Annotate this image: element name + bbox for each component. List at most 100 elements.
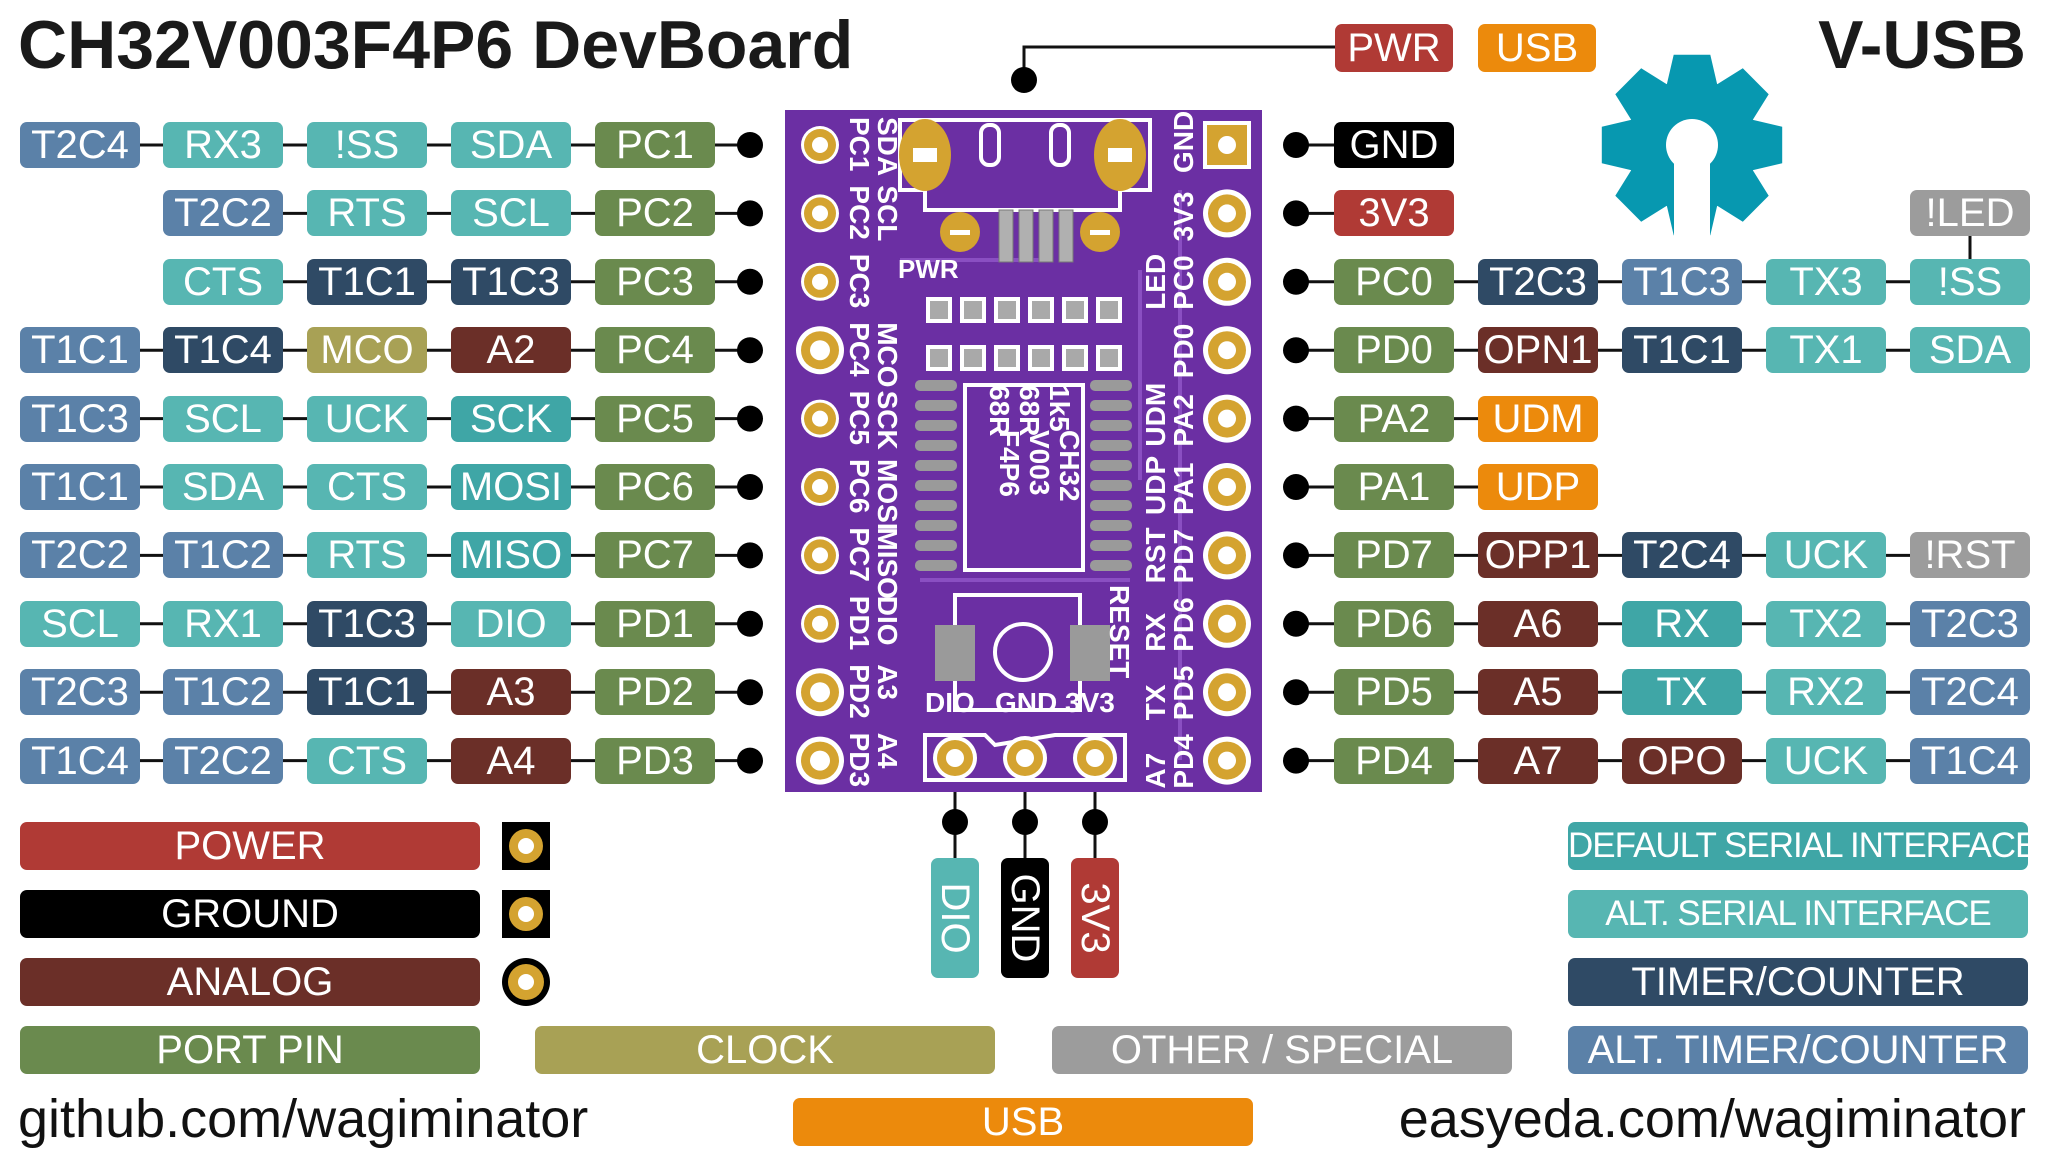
left-pad-hole: [812, 547, 828, 564]
left-pin-label-t2c4: T2C4: [20, 122, 140, 168]
ic-pin: [1090, 420, 1132, 431]
page-subtitle: V-USB: [1818, 7, 2026, 83]
ic-pin: [915, 460, 957, 471]
right-pin-label-pd7: PD7: [1334, 532, 1454, 579]
header-outline: [923, 733, 1127, 782]
silk-right-pin-func: RST: [1140, 527, 1171, 583]
right-pad-hole: [1218, 341, 1236, 360]
usb-contact: [1018, 209, 1034, 263]
legend-alt--serial-interface: ALT. SERIAL INTERFACE: [1568, 890, 2028, 938]
usb-jack-outline: [898, 118, 1152, 212]
left-pin-label-t1c2: T1C2: [163, 532, 283, 579]
smd-pad: [930, 349, 948, 367]
smd-pad: [998, 301, 1016, 319]
footer-easyeda-link[interactable]: easyeda.com/wagiminator: [1398, 1089, 2026, 1149]
left-pin-label-uck: UCK: [307, 395, 427, 442]
pad-sample-hole: [518, 974, 534, 990]
reset-pad: [935, 625, 975, 681]
footer-github-link[interactable]: github.com/wagiminator: [18, 1089, 589, 1149]
right-pin-label-tx2: TX2: [1766, 600, 1886, 647]
legend-alt--timer-counter: ALT. TIMER/COUNTER: [1568, 1026, 2028, 1074]
silk-resistor-text: 1k5: [1044, 385, 1075, 432]
silk-right-pin-func: A7: [1140, 753, 1171, 789]
left-pin-label-pc4: PC4: [595, 327, 715, 374]
left-pin-label-pd2: PD2: [595, 669, 715, 716]
ic-pin: [1090, 380, 1132, 391]
right-pin-label-gnd: GND: [1334, 122, 1454, 168]
left-pin-label-a4: A4: [451, 737, 571, 784]
mcu-outline: [963, 383, 1085, 572]
left-pin-label-t1c1: T1C1: [20, 327, 140, 374]
right-pin-label-a7: A7: [1478, 737, 1598, 784]
left-pin-label-t2c2: T2C2: [163, 737, 283, 784]
left-pin-label-sda: SDA: [163, 464, 283, 510]
usb-shield-hole: [913, 148, 937, 162]
open-hardware-gear-icon: [1601, 54, 1783, 245]
ic-pin: [915, 400, 957, 411]
smd-pad: [1100, 301, 1118, 319]
silk-right-pin-func: TX: [1140, 684, 1171, 720]
legend-port-pin: PORT PIN: [20, 1026, 480, 1074]
left-pin-label-t1c1: T1C1: [307, 669, 427, 716]
ic-pin: [1090, 520, 1132, 531]
right-pad-hole: [1218, 751, 1236, 770]
smd-pad: [964, 349, 982, 367]
right-pad-hole: [1218, 478, 1236, 496]
usb-slot: [979, 123, 1001, 167]
left-pin-label-miso: MISO: [451, 532, 571, 579]
silk-left-pin-func: SDA: [872, 117, 903, 176]
smd-pad: [1066, 301, 1084, 319]
right-pad-hole: [1218, 614, 1236, 633]
right-pin-dot: [1283, 200, 1309, 227]
right-pin-dot: [1283, 474, 1309, 500]
silk-right-pin-name: GND: [1168, 111, 1199, 173]
reset-pad: [1070, 625, 1110, 681]
smd-pad: [1032, 301, 1050, 319]
left-pad-hole: [810, 340, 830, 361]
usb-shield-hole: [1108, 148, 1132, 162]
silk-right-pin-name: PA2: [1168, 394, 1199, 446]
left-pin-dot: [737, 679, 763, 706]
left-pin-label-t2c2: T2C2: [20, 532, 140, 579]
right-pin-label-udp: UDP: [1478, 464, 1598, 510]
silk-resistor-text: 68R: [1014, 385, 1045, 436]
silk-header-label: 3V3: [1065, 687, 1115, 718]
right-pin-label-rst: !RST: [1910, 532, 2030, 579]
gear-slot: [1674, 155, 1710, 245]
left-pad-hole: [812, 137, 828, 153]
ic-pin: [1090, 540, 1132, 551]
silk-left-pin-func: A4: [872, 733, 903, 769]
right-pin-label-pa2: PA2: [1334, 395, 1454, 442]
silk-resistor-text: 68R: [984, 385, 1015, 436]
ic-pin: [915, 380, 957, 391]
left-pin-dot: [737, 405, 763, 432]
usb-contact: [1058, 209, 1074, 263]
left-pin-dot: [737, 337, 763, 364]
right-pin-label-uck: UCK: [1766, 532, 1886, 579]
silk-right-pin-func: LED: [1140, 254, 1171, 310]
left-pin-label-pc2: PC2: [595, 190, 715, 237]
right-pin-label-t2c3: T2C3: [1910, 600, 2030, 647]
silk-reset: RESET: [1104, 585, 1135, 678]
ic-pin: [915, 480, 957, 491]
left-pad-hole: [812, 479, 828, 495]
right-pin-label-t1c1: T1C1: [1622, 327, 1742, 374]
bottom-pin-dot: [1082, 809, 1108, 835]
right-pin-label-a6: A6: [1478, 600, 1598, 647]
silk-left-pin-func: SCL: [872, 185, 903, 241]
ic-pin: [1090, 460, 1132, 471]
silk-left-pin-name: PC7: [844, 527, 875, 581]
reset-button: [993, 622, 1053, 682]
bottom-pin-label-3v3: 3V3: [1071, 858, 1119, 978]
left-pin-label-pc7: PC7: [595, 532, 715, 579]
left-pin-dot: [737, 132, 763, 158]
left-pin-dot: [737, 747, 763, 774]
smd-pad: [930, 301, 948, 319]
right-pin-label-opo: OPO: [1622, 737, 1742, 784]
left-pin-label-t1c1: T1C1: [20, 464, 140, 510]
usb-connector-line: [1022, 45, 1335, 80]
legend-ground: GROUND: [20, 890, 480, 938]
right-pin-label-opp1: OPP1: [1478, 532, 1598, 579]
legend-clock: CLOCK: [535, 1026, 995, 1074]
left-pin-label-cts: CTS: [307, 464, 427, 510]
